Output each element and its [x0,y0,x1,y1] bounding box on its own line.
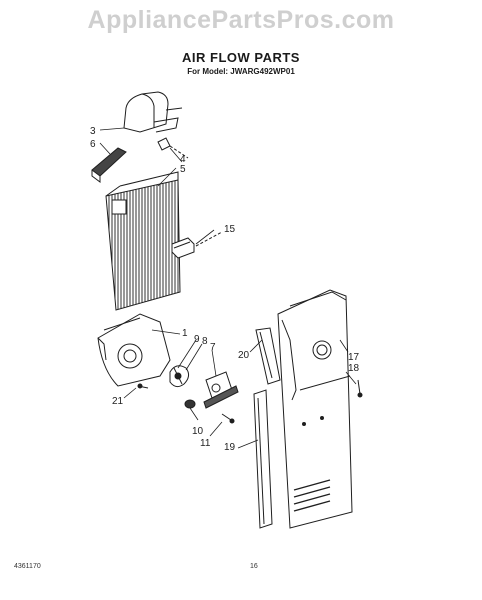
callout-21: 21 [112,396,124,407]
part-foam-block [91,147,127,183]
callout-3: 3 [90,126,96,137]
callout-9: 9 [194,334,200,345]
callout-5: 5 [180,164,186,175]
part-bracket [171,231,223,259]
callout-10: 10 [192,426,204,437]
callout-20: 20 [238,350,250,361]
part-evaporator-cover [105,171,181,311]
part-grommet [184,399,196,409]
callout-11: 11 [200,438,211,449]
model-subtitle: For Model: JWARG492WP01 [187,67,295,76]
callout-6: 6 [90,139,96,150]
callout-15: 15 [224,224,236,235]
callout-19: 19 [224,442,236,453]
callout-17: 17 [348,352,360,363]
part-screw-18 [357,379,363,398]
callout-1: 1 [182,328,188,339]
diagram-title: AIR FLOW PARTS [182,50,300,65]
part-clip [157,137,189,159]
part-rear-panel [277,289,353,529]
part-gasket-strip [255,327,281,385]
callout-8: 8 [202,336,208,347]
part-fan-blade [169,365,190,388]
callout-18: 18 [348,363,360,374]
part-screw-11 [221,413,235,424]
callout-4: 4 [180,154,186,165]
part-fan-motor [203,371,239,409]
doc-number: 4361170 [14,563,41,570]
callout-7: 7 [210,342,216,353]
part-screw-21 [137,383,149,389]
part-air-duct [123,91,183,133]
part-fan-shroud [97,313,171,387]
part-air-channel [253,389,273,529]
page-number: 16 [250,563,258,570]
watermark: AppliancePartsPros.com [87,6,395,34]
